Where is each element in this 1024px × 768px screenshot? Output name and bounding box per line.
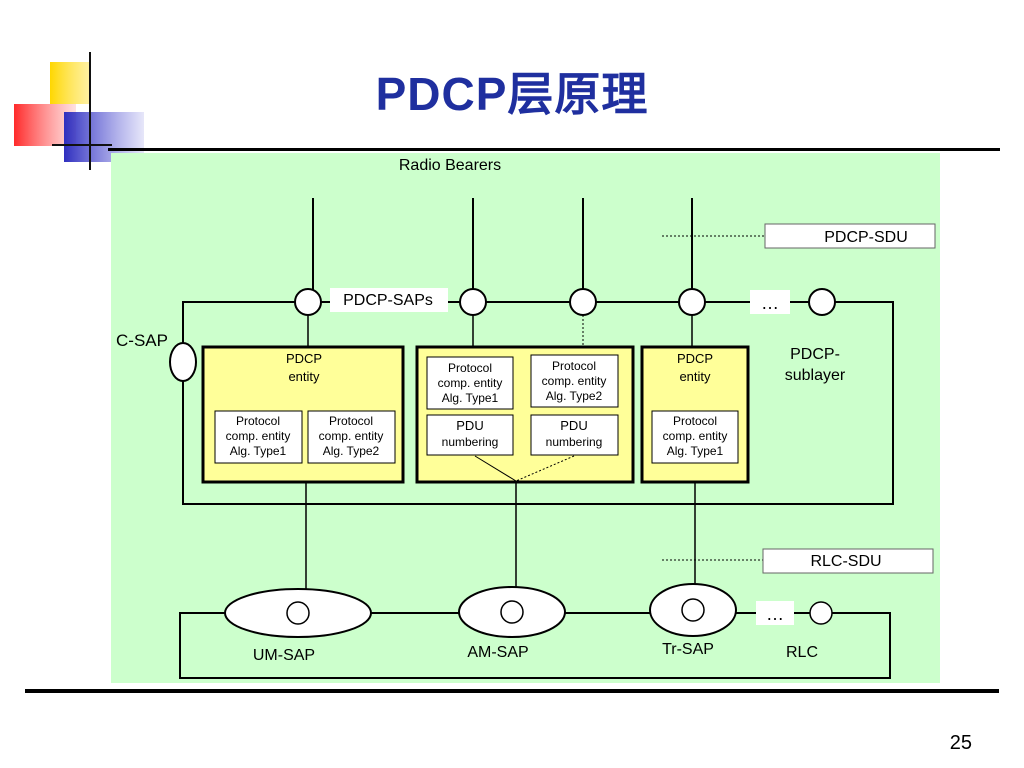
- rlc-sdu-box: [762, 548, 934, 574]
- ellipsis-top-bg: [750, 290, 790, 314]
- pdcp-entity-1-title-line2: entity: [288, 369, 320, 384]
- entity2-pdu-box-1-line1: PDU: [456, 418, 483, 433]
- tr-sap-circle: [681, 598, 705, 622]
- slide-title: PDCP层原理: [375, 68, 649, 120]
- entity2-pdu-merge-line-solid: [474, 455, 517, 482]
- entity1-protocol-box-1-line3: Alg. Type1: [230, 444, 287, 458]
- am-sap-label: AM-SAP: [467, 644, 528, 661]
- am-sap-circle: [500, 600, 524, 624]
- entity2-protocol-box-2-line2: comp. entity: [542, 374, 607, 388]
- ellipsis-bottom: …: [766, 604, 784, 624]
- ellipsis-bottom-bg: [756, 601, 794, 625]
- c-sap-label: C-SAP: [116, 331, 168, 350]
- c-sap-ellipse: [169, 342, 197, 382]
- entity3-protocol-box-1-line2: comp. entity: [663, 429, 728, 443]
- pdcp-sap-circle-5: [808, 288, 836, 316]
- entity2-pdu-box-1-line2: numbering: [442, 435, 499, 449]
- pdcp-sap-circle-2: [459, 288, 487, 316]
- entity1-protocol-box-2-line3: Alg. Type2: [323, 444, 380, 458]
- pdcp-entity-2: Protocol comp. entity Alg. Type1 Protoco…: [415, 345, 635, 484]
- rlc-sap-circle-extra: [809, 601, 833, 625]
- pdcp-entity-1: PDCP entity Protocol comp. entity Alg. T…: [201, 345, 405, 484]
- um-sap-circle: [286, 601, 310, 625]
- title-underline: [108, 148, 1000, 151]
- pdcp-sdu-box: [764, 223, 936, 249]
- entity2-protocol-box-1-line3: Alg. Type1: [442, 391, 499, 405]
- entity3-protocol-box-1-line1: Protocol: [673, 414, 717, 428]
- radio-bearers-label: Radio Bearers: [399, 157, 501, 174]
- tr-sap-label: Tr-SAP: [662, 641, 714, 658]
- rlc-sdu-label: RLC-SDU: [810, 553, 881, 570]
- pdcp-entity-1-title-line1: PDCP: [286, 351, 322, 366]
- entity2-protocol-box-2-line3: Alg. Type2: [546, 389, 603, 403]
- entity2-pdu-box-2-line1: PDU: [560, 418, 587, 433]
- um-sap-label: UM-SAP: [253, 647, 315, 664]
- pdcp-sap-circle-4: [678, 288, 706, 316]
- entity1-protocol-box-1-line2: comp. entity: [226, 429, 291, 443]
- page-number: 25: [949, 732, 972, 754]
- pdcp-saps-label: PDCP-SAPs: [343, 292, 433, 309]
- entity2-protocol-box-1-line2: comp. entity: [438, 376, 503, 390]
- entity2-pdu-box-2: [530, 414, 619, 456]
- entity1-protocol-box-1: [214, 410, 303, 464]
- entity2-pdu-merge-line-dotted: [515, 455, 575, 482]
- entity3-protocol-box-1-line3: Alg. Type1: [667, 444, 724, 458]
- pdcp-sdu-label: PDCP-SDU: [824, 229, 908, 246]
- entity2-protocol-box-1: [426, 356, 514, 410]
- entity2-protocol-box-1-line1: Protocol: [448, 361, 492, 375]
- entity1-protocol-box-1-line1: Protocol: [236, 414, 280, 428]
- footer-rule: [25, 689, 999, 693]
- pdcp-entity-3: PDCP entity Protocol comp. entity Alg. T…: [640, 345, 750, 484]
- pdcp-entity-3-title-line1: PDCP: [677, 351, 713, 366]
- pdcp-sap-circle-3: [569, 288, 597, 316]
- entity3-protocol-box-1: [651, 410, 739, 464]
- entity1-protocol-box-2-line2: comp. entity: [319, 429, 384, 443]
- entity2-protocol-box-2-line1: Protocol: [552, 359, 596, 373]
- pdcp-entity-3-title-line2: entity: [679, 369, 711, 384]
- pdcp-sublayer-frame: [182, 301, 894, 505]
- pdcp-sap-circle-1: [294, 288, 322, 316]
- ellipsis-top: …: [761, 293, 779, 313]
- rlc-label: RLC: [786, 644, 818, 661]
- entity1-protocol-box-2: [307, 410, 396, 464]
- pdcp-sublayer-label-line2: sublayer: [785, 367, 846, 384]
- entity2-pdu-box-2-line2: numbering: [546, 435, 603, 449]
- entity2-pdu-box-1: [426, 414, 514, 456]
- pdcp-sublayer-label-line1: PDCP-: [790, 346, 840, 363]
- entity2-protocol-box-2: [530, 354, 619, 408]
- pdcp-saps-label-bg: [330, 288, 448, 312]
- entity1-protocol-box-2-line1: Protocol: [329, 414, 373, 428]
- decor-yellow-square: [50, 62, 90, 104]
